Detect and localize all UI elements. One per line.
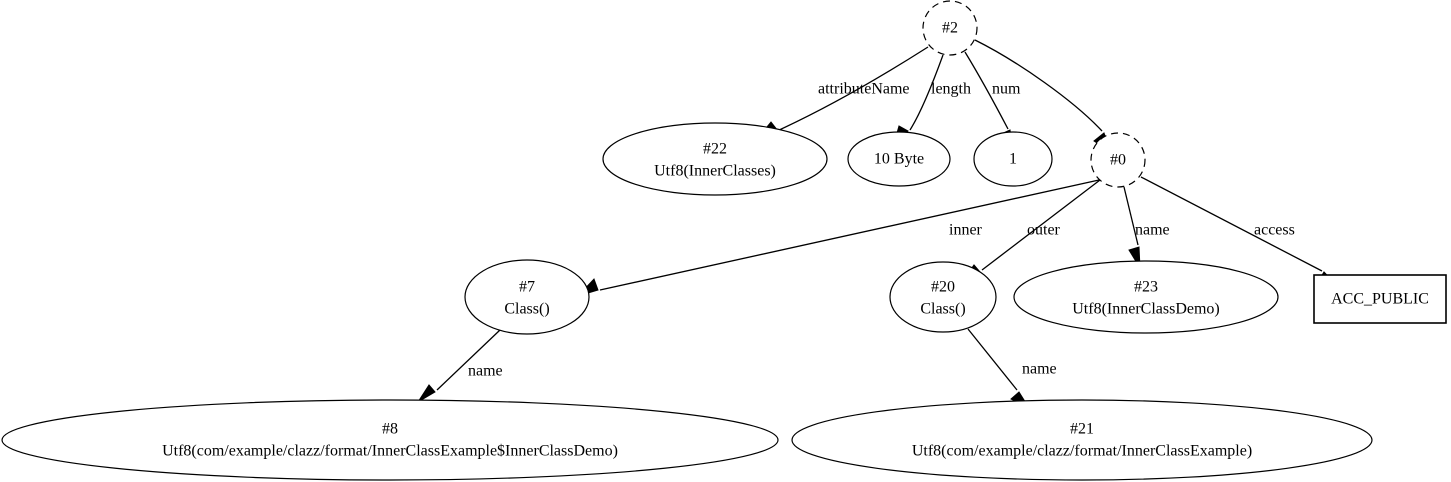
node-20-label-line2: Class()	[920, 301, 965, 318]
edge-name-to-21-path	[967, 328, 1018, 391]
node-21-label-line1: #21	[1070, 421, 1094, 438]
node-8-shape	[1, 399, 779, 481]
edge-name-to-23[interactable]: name	[1123, 186, 1170, 269]
node-20[interactable]: #20 Class()	[889, 261, 997, 333]
node-acc-public[interactable]: ACC_PUBLIC	[1313, 274, 1447, 324]
edge-name-to-23-path	[1123, 186, 1139, 246]
node-23-label-line1: #23	[1134, 279, 1158, 296]
edge-name-to-8-path	[436, 329, 501, 391]
node-0-shape	[1090, 132, 1146, 188]
edge-name-to-21[interactable]: name	[967, 328, 1057, 410]
node-22-shape	[602, 122, 828, 196]
edges-layer: attributeName length num	[417, 39, 1340, 410]
node-21-label-line2: Utf8(com/example/clazz/format/InnerClass…	[912, 443, 1252, 460]
edge-name-to-8-arrowhead	[417, 384, 436, 403]
node-10-byte-label: 10 Byte	[874, 151, 924, 168]
edge-label-outer: outer	[1027, 222, 1061, 239]
node-one-label: 1	[1009, 151, 1017, 168]
node-20-label-line1: #20	[931, 279, 955, 296]
node-2-shape	[922, 0, 978, 56]
node-10-byte[interactable]: 10 Byte	[847, 131, 951, 187]
edge-label-name-21: name	[1022, 361, 1057, 378]
node-0[interactable]: #0	[1090, 132, 1146, 188]
edge-attribute-name-path	[776, 46, 929, 132]
node-22-label-line1: #22	[703, 141, 727, 158]
edge-name-to-8[interactable]: name	[417, 329, 503, 403]
node-22-label-line2: Utf8(InnerClasses)	[654, 163, 776, 180]
edge-label-inner: inner	[949, 222, 983, 239]
node-acc-public-shape	[1313, 274, 1447, 324]
edge-num-path	[964, 51, 1009, 130]
edge-label-length: length	[931, 81, 971, 98]
edge-access-path	[1140, 176, 1323, 272]
node-7-label-line1: #7	[519, 279, 535, 296]
edge-label-name-8: name	[468, 363, 503, 380]
node-one-shape	[973, 131, 1053, 187]
node-21-shape	[791, 399, 1373, 481]
edge-outer-path	[981, 179, 1101, 271]
edge-label-num: num	[992, 81, 1021, 98]
edge-two-to-zero-path	[974, 39, 1103, 132]
node-20-shape	[889, 261, 997, 333]
node-acc-public-label: ACC_PUBLIC	[1331, 291, 1429, 308]
node-23-shape	[1013, 260, 1279, 334]
node-2-label-line1: #2	[942, 20, 958, 37]
edge-label-name-23: name	[1135, 222, 1170, 239]
edge-label-access: access	[1254, 222, 1295, 239]
node-8[interactable]: #8 Utf8(com/example/clazz/format/InnerCl…	[1, 399, 779, 481]
node-22[interactable]: #22 Utf8(InnerClasses)	[602, 122, 828, 196]
node-23[interactable]: #23 Utf8(InnerClassDemo)	[1013, 260, 1279, 334]
edge-label-attribute-name: attributeName	[818, 81, 910, 98]
node-8-label-line2: Utf8(com/example/clazz/format/InnerClass…	[162, 443, 618, 460]
edge-inner-path	[599, 179, 1100, 291]
edge-length-path	[909, 54, 944, 131]
node-7[interactable]: #7 Class()	[464, 259, 590, 335]
edge-inner[interactable]: inner	[576, 179, 1100, 298]
node-0-label: #0	[1110, 152, 1126, 169]
node-7-shape	[464, 259, 590, 335]
edge-attribute-name[interactable]: attributeName	[756, 46, 929, 140]
node-8-label-line1: #8	[382, 421, 398, 438]
node-one[interactable]: 1	[973, 131, 1053, 187]
node-2[interactable]: #2	[922, 0, 978, 56]
node-7-label-line2: Class()	[504, 301, 549, 318]
node-10-byte-shape	[847, 131, 951, 187]
node-21[interactable]: #21 Utf8(com/example/clazz/format/InnerC…	[791, 399, 1373, 481]
node-23-label-line2: Utf8(InnerClassDemo)	[1072, 301, 1220, 318]
